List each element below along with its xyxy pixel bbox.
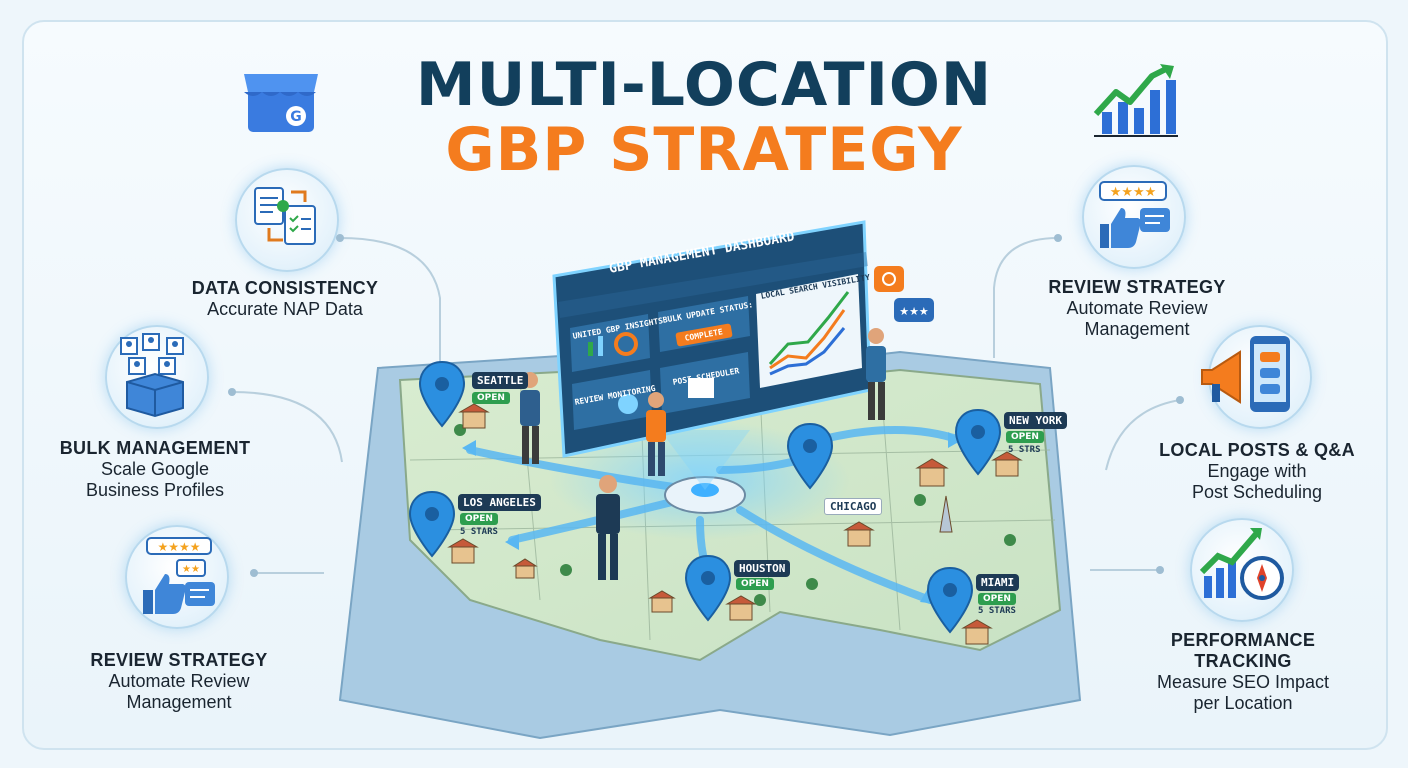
title-line-1: MULTI-LOCATION	[415, 50, 993, 120]
chat-bubbles-icon: ★★★	[874, 266, 934, 322]
svg-text:G: G	[290, 109, 302, 125]
city-label-miami: MIAMI	[976, 574, 1020, 591]
feature-desc-line: Measure SEO Impact	[1156, 672, 1330, 692]
feature-title-line-2: TRACKING	[1194, 651, 1292, 671]
city-label-chicago: CHICAGO	[824, 498, 883, 515]
feature-desc-line: Post Scheduling	[1191, 482, 1323, 502]
megaphone-phone-icon	[1201, 336, 1290, 412]
status-badge-new-york: OPEN	[1006, 431, 1044, 443]
svg-text:★★★★: ★★★★	[157, 540, 200, 554]
feature-performance-tracking: PERFORMANCE TRACKING Measure SEO Impact …	[1118, 630, 1368, 714]
feature-title: REVIEW STRATEGY	[1048, 277, 1226, 297]
review-thumbs-right-icon: ★★★★	[1099, 181, 1170, 248]
performance-compass-icon	[1199, 528, 1284, 600]
rating-new-york: 5 STRS	[1008, 445, 1041, 455]
city-label-seattle: SEATTLE	[472, 372, 529, 389]
feature-desc-line: Automate Review	[108, 671, 250, 691]
growth-chart-icon	[1093, 64, 1178, 137]
status-badge-seattle: OPEN	[472, 392, 510, 404]
status-badge-los-angeles: OPEN	[460, 513, 498, 525]
svg-text:★★: ★★	[182, 564, 200, 575]
bulk-profiles-box-icon	[120, 333, 184, 418]
gbp-store-icon: G	[244, 74, 318, 132]
feature-desc-line: Scale Google	[100, 459, 210, 479]
feature-desc-line: per Location	[1193, 693, 1293, 713]
feature-desc-line: Management	[1084, 319, 1190, 339]
feature-data-consistency: DATA CONSISTENCY Accurate NAP Data	[160, 278, 410, 320]
feature-desc-line: Automate Review	[1066, 298, 1208, 318]
feature-desc-line: Accurate NAP Data	[207, 299, 363, 319]
documents-sync-icon	[254, 187, 316, 245]
feature-desc-line: Management	[126, 692, 232, 712]
feature-desc-line: Business Profiles	[85, 480, 225, 500]
feature-title: REVIEW STRATEGY	[90, 650, 268, 670]
status-badge-miami: OPEN	[978, 593, 1016, 605]
feature-title: PERFORMANCE	[1170, 630, 1316, 650]
feature-title: DATA CONSISTENCY	[191, 278, 379, 298]
svg-text:★★★★: ★★★★	[1110, 185, 1157, 200]
city-label-new-york: NEW YORK	[1004, 412, 1067, 429]
feature-local-posts: LOCAL POSTS & Q&A Engage with Post Sched…	[1132, 440, 1382, 503]
feature-title: BULK MANAGEMENT	[59, 438, 251, 458]
dashboard-panel	[552, 220, 872, 458]
review-thumbs-icon: ★★★★ ★★	[143, 537, 215, 614]
city-label-houston: HOUSTON	[734, 560, 791, 577]
feature-title: LOCAL POSTS & Q&A	[1159, 440, 1355, 460]
feature-review-strategy-left: REVIEW STRATEGY Automate Review Manageme…	[54, 650, 304, 713]
rating-los-angeles: 5 STARS	[460, 527, 498, 537]
feature-desc-line: Engage with	[1207, 461, 1307, 481]
city-label-los-angeles: LOS ANGELES	[458, 494, 541, 511]
status-badge-houston: OPEN	[736, 578, 774, 590]
rating-miami: 5 STARS	[978, 606, 1016, 616]
svg-text:★★★: ★★★	[899, 305, 929, 318]
title-line-2: GBP STRATEGY	[445, 115, 963, 185]
feature-bulk-management: BULK MANAGEMENT Scale Google Business Pr…	[30, 438, 280, 501]
feature-review-strategy-right: REVIEW STRATEGY Automate Review Manageme…	[1012, 277, 1262, 340]
